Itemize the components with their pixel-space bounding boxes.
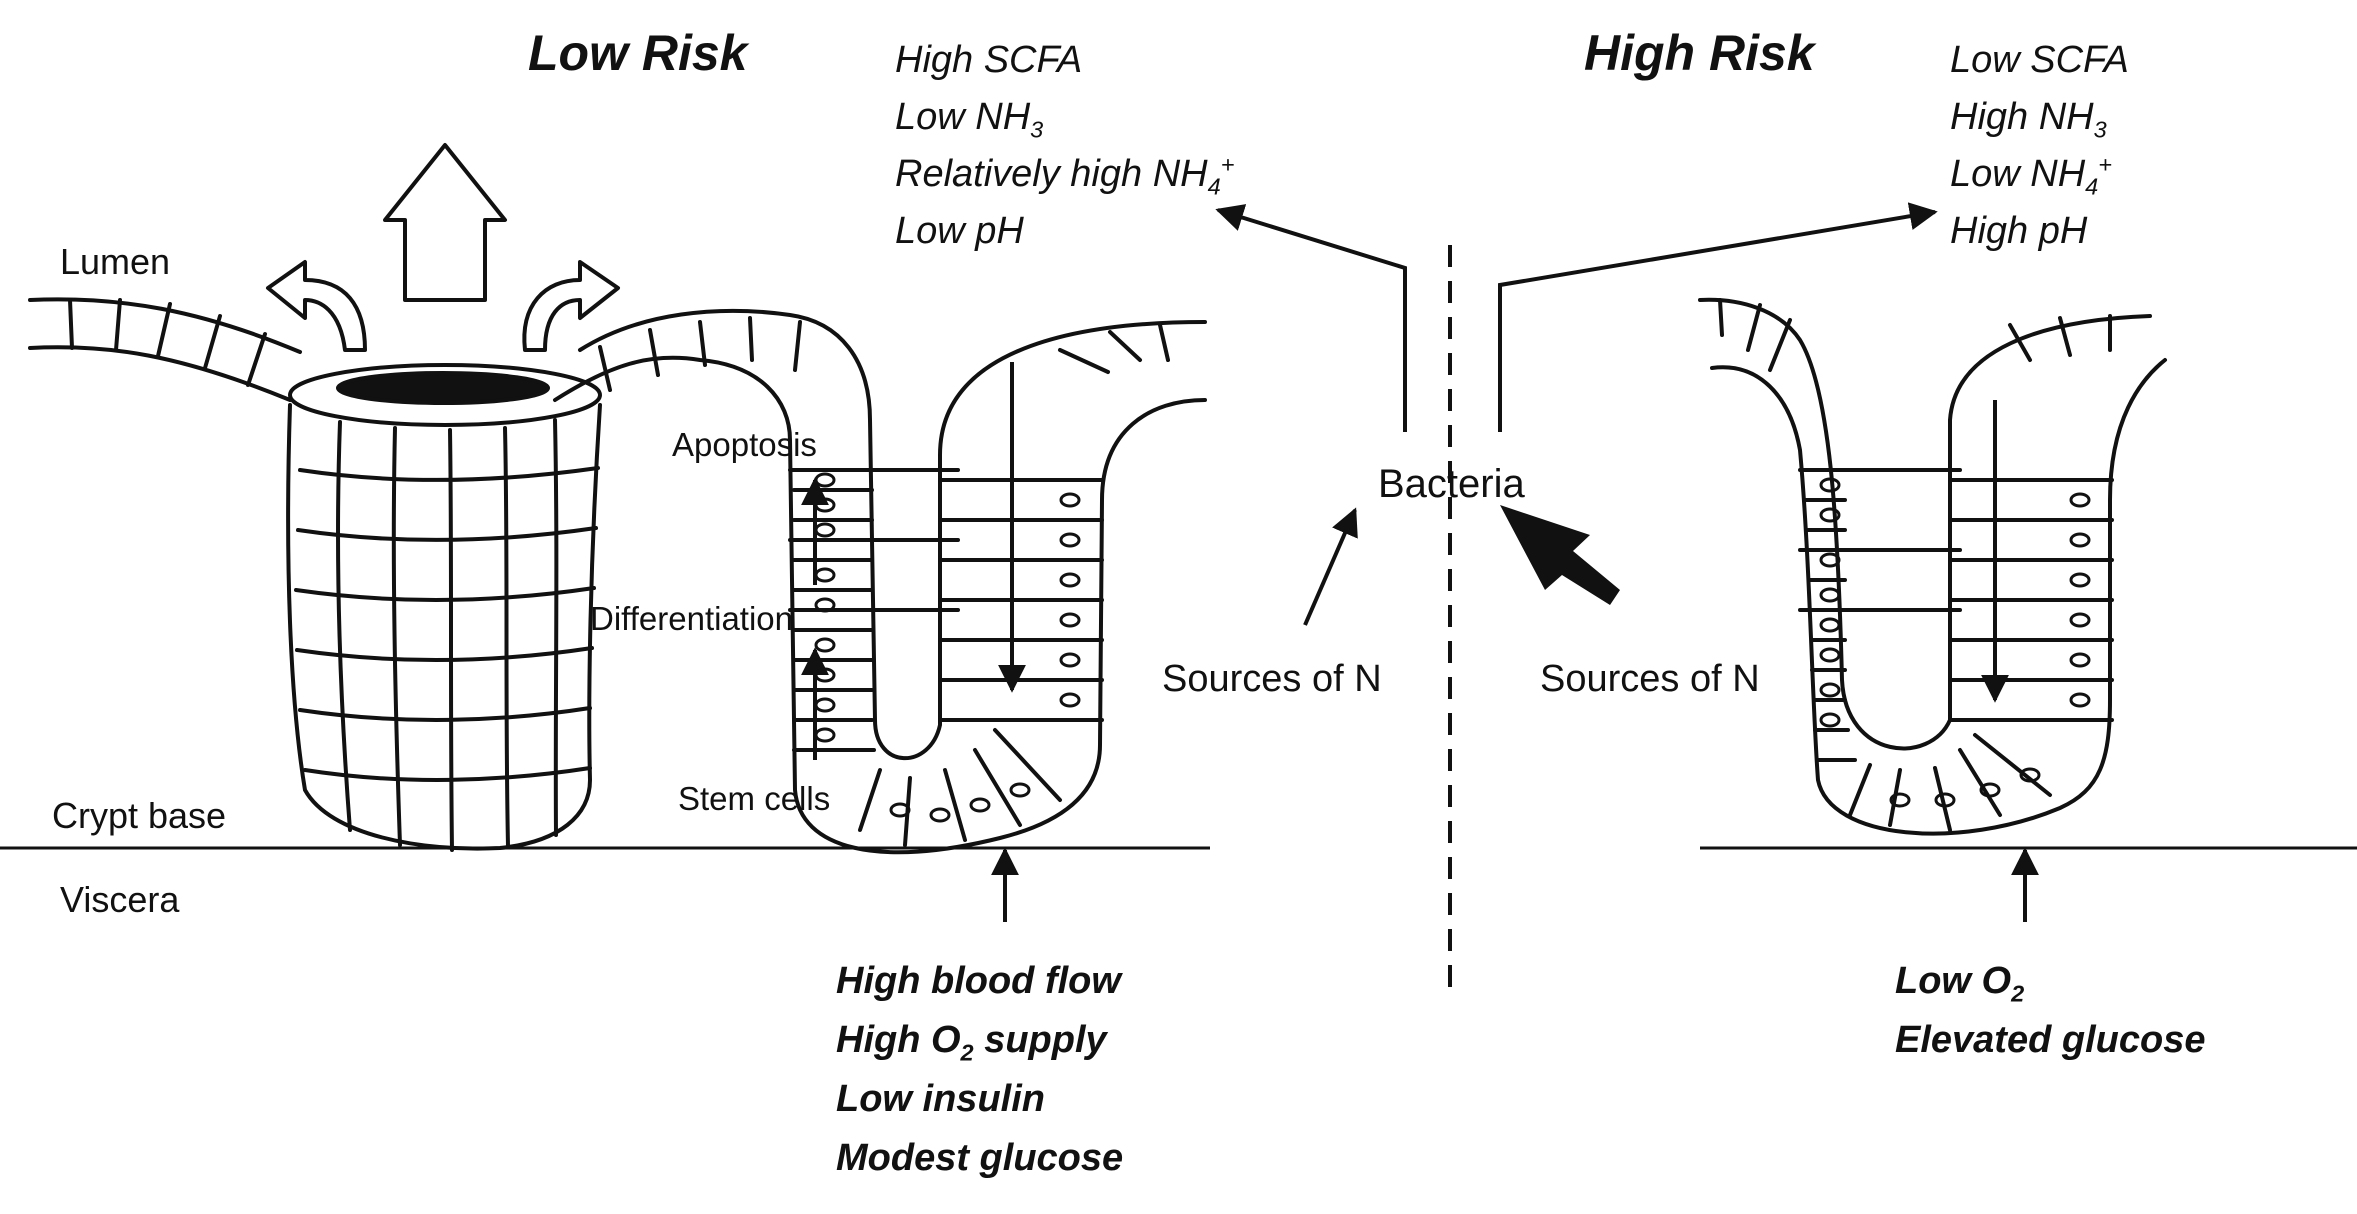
arrow-sources-to-bacteria-left [1303,507,1358,626]
condition-sub: 2 [2011,980,2025,1007]
condition-text: High blood flow [836,960,1121,1002]
condition-post: supply [973,1019,1107,1061]
condition-sup: + [1220,151,1235,178]
condition-sub: 4 [1207,173,1221,200]
condition-text: Low pH [895,210,1024,252]
condition-pre: Low NH [895,96,1031,138]
condition-sub: 2 [960,1039,974,1066]
low-risk-lumen-item: Relatively high NH4+ [895,146,1234,203]
condition-pre: High O [836,1019,961,1061]
condition-sub: 4 [2085,173,2099,200]
crypt-cells-low-risk [814,472,1081,823]
condition-text: Elevated glucose [1895,1019,2206,1061]
condition-text: Modest glucose [836,1137,1124,1179]
condition-pre: Relatively high NH [895,153,1208,195]
label-sources-of-n-high: Sources of N [1540,658,1760,700]
low-risk-systemic-item: High blood flow [836,952,1123,1011]
heading-low-risk: Low Risk [528,25,748,81]
high-risk-lumen-item: High pH [1950,203,2129,260]
condition-text: High pH [1950,210,2088,252]
condition-pre: Low O [1895,960,2012,1002]
outflow-arrows [266,143,620,352]
condition-text: Low insulin [836,1078,1045,1120]
crypt-cells-high-risk [1819,477,2091,808]
label-viscera: Viscera [60,879,180,920]
label-stem-cells: Stem cells [678,780,831,817]
label-bacteria: Bacteria [1378,462,1525,506]
high-risk-systemic-item: Low O2 [1895,952,2205,1011]
low-risk-lumen-item: High SCFA [895,32,1234,89]
condition-sub: 3 [1030,116,1044,143]
condition-pre: Low NH [1950,153,2086,195]
label-crypt-base: Crypt base [52,795,227,836]
low-risk-systemic-item: High O2 supply [836,1011,1123,1070]
low-risk-systemic-item: Modest glucose [836,1129,1123,1188]
high-risk-lumen-item: Low SCFA [1950,32,2129,89]
crypt-cross-section-low-risk [553,308,1207,855]
crypt-cross-section-high-risk [1698,297,2167,836]
label-lumen: Lumen [60,241,171,282]
lumen-surface-left [28,297,302,402]
condition-pre: High NH [1950,96,2094,138]
condition-text: Low SCFA [1950,39,2129,81]
label-differentiation: Differentiation [590,600,794,637]
high-risk-lumen-item: High NH3 [1950,89,2129,146]
low-risk-lumen-item: Low pH [895,203,1234,260]
condition-sup: + [2098,151,2113,178]
low-risk-systemic-item: Low insulin [836,1070,1123,1129]
heading-high-risk: High Risk [1584,25,1815,81]
arrow-bacteria-to-high-risk-lumen [1498,202,1938,432]
low-risk-lumen-item: Low NH3 [895,89,1234,146]
arrow-bacteria-to-low-risk-lumen [1215,204,1407,432]
high-risk-systemic-item: Elevated glucose [1895,1011,2205,1070]
high-risk-lumen-item: Low NH4+ [1950,146,2129,203]
label-apoptosis: Apoptosis [672,426,817,463]
condition-text: High SCFA [895,39,1083,81]
arrow-sources-to-bacteria-right [1500,505,1620,605]
condition-sub: 3 [2093,116,2107,143]
crypt-3d-cylinder [286,363,602,852]
label-sources-of-n-low: Sources of N [1162,658,1382,700]
